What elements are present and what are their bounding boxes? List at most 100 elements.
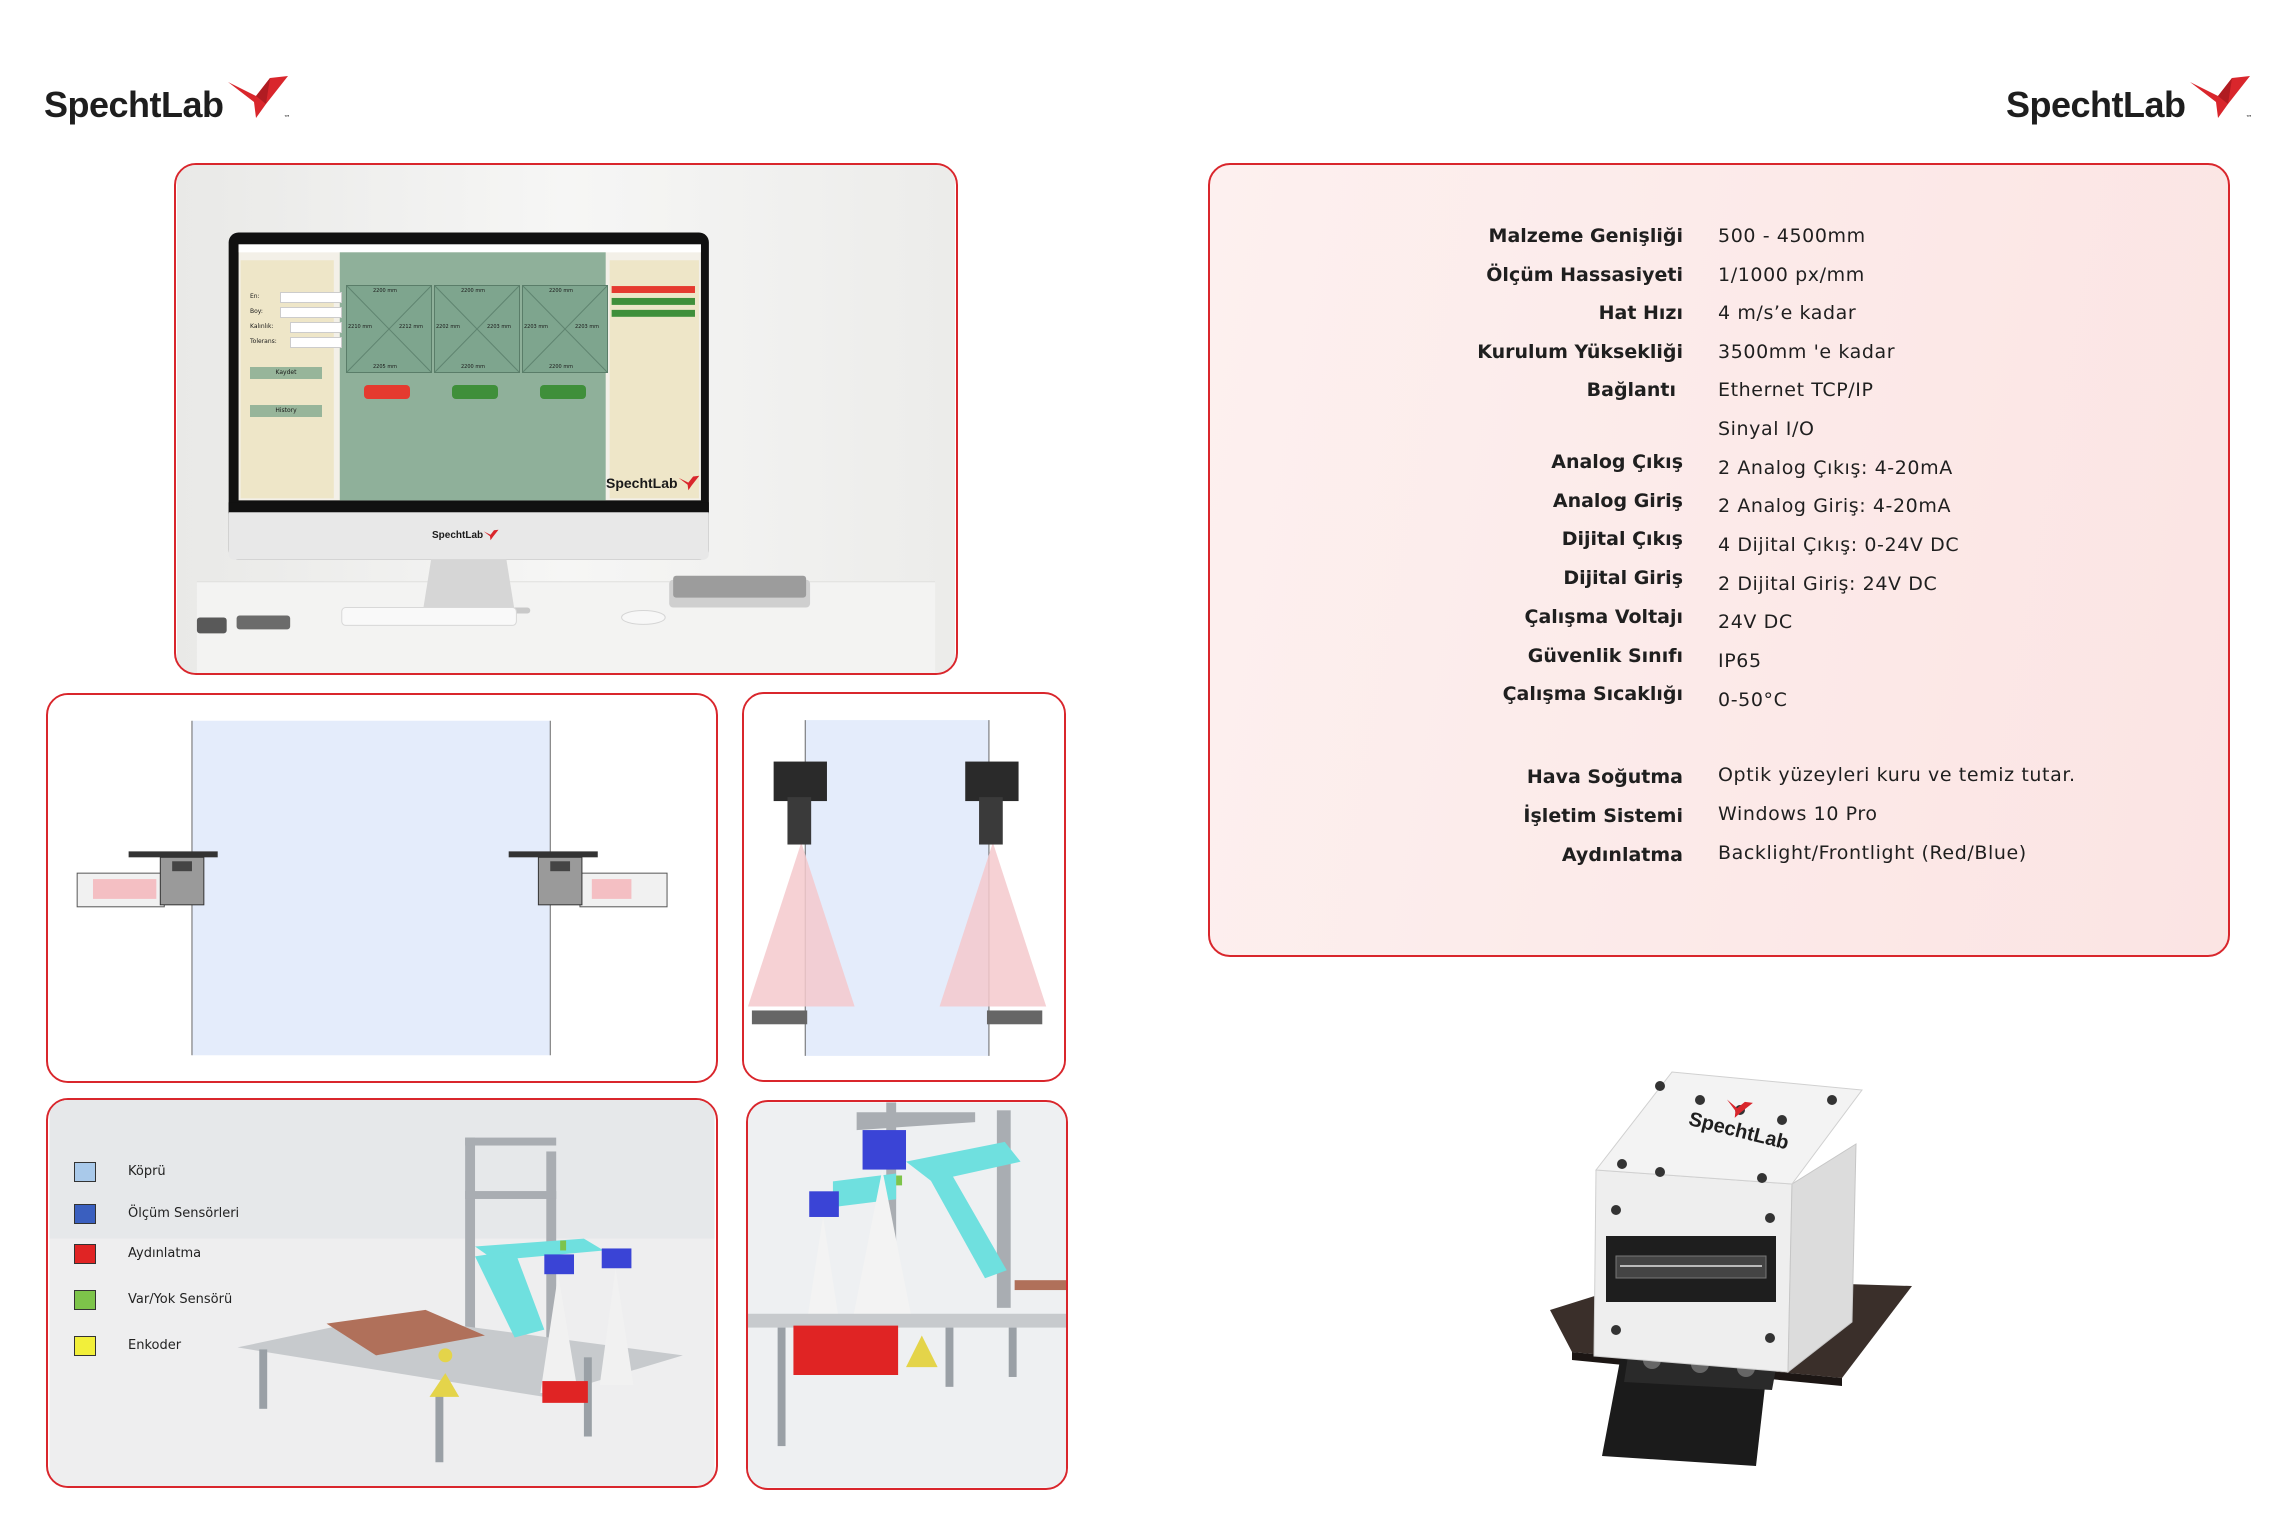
- legend-swatch-sensors: [74, 1204, 96, 1224]
- spec-row: Hava Soğutma Optik yüzeyleri kuru ve tem…: [1210, 764, 2228, 802]
- cell-cross-icon: [435, 286, 519, 372]
- spec-label: Malzeme Genişliği: [1488, 225, 1683, 247]
- spec-row: Kurulum Yüksekliği 3500mm 'e kadar: [1210, 341, 2228, 377]
- 3d-closeup-panel: [746, 1100, 1068, 1490]
- spec-value: 4 m/s’e kadar: [1718, 302, 1857, 324]
- bird-logo-icon: [483, 529, 499, 541]
- top-view-diagram: [49, 695, 715, 1081]
- spec-label: Dijital Çıkış: [1561, 528, 1683, 550]
- spec-row: Dijital Giriş 2 Dijital Giriş: 24V DC: [1210, 567, 2228, 603]
- measurement-cell-1: 2200 mm 2210 mm 2212 mm 2205 mm: [346, 285, 432, 373]
- spec-label: Hat Hızı: [1598, 302, 1683, 324]
- width-input[interactable]: [280, 292, 342, 303]
- cell-left-value: 2202 mm: [436, 324, 461, 330]
- measurement-cell-2: 2200 mm 2202 mm 2203 mm 2200 mm: [434, 285, 520, 373]
- spec-label: Hava Soğutma: [1526, 766, 1683, 788]
- spec-label: Çalışma Sıcaklığı: [1502, 683, 1683, 705]
- legend-swatch-bridge: [74, 1162, 96, 1182]
- history-button[interactable]: History: [250, 405, 322, 417]
- top-view-diagram-panel: [46, 693, 718, 1083]
- spec-label: Çalışma Voltajı: [1524, 606, 1684, 628]
- monitor-chin-logo: SpechtLab: [432, 529, 499, 541]
- spec-value: 1/1000 px/mm: [1718, 264, 1865, 286]
- spec-label: Kurulum Yüksekliği: [1477, 341, 1683, 363]
- spec-row: Hat Hızı 4 m/s’e kadar: [1210, 302, 2228, 338]
- cell-cross-icon: [523, 286, 607, 372]
- brand-wordmark: SpechtLab: [606, 475, 678, 491]
- spec-row: Analog Giriş 2 Analog Giriş: 4-20mA: [1210, 490, 2228, 526]
- form-label-en: En:: [250, 293, 260, 300]
- cell-bottom-value: 2205 mm: [373, 364, 398, 370]
- brand-wordmark: SpechtLab: [2006, 84, 2186, 125]
- legend-swatch-encoder: [74, 1336, 96, 1356]
- brand-logo-left: SpechtLab ™: [44, 74, 291, 126]
- save-button[interactable]: Kaydet: [250, 367, 322, 379]
- 3d-line-scene: [49, 1100, 715, 1486]
- spec-value: 500 - 4500mm: [1718, 225, 1866, 247]
- spec-label: Ölçüm Hassasiyeti: [1486, 264, 1683, 286]
- device-drawing: SpechtLab: [1550, 1071, 1912, 1466]
- spec-label: Güvenlik Sınıfı: [1527, 645, 1683, 667]
- spec-value: 3500mm 'e kadar: [1718, 341, 1896, 363]
- legend-label-sensors: Ölçüm Sensörleri: [128, 1206, 240, 1221]
- spec-label: Analog Giriş: [1552, 490, 1683, 512]
- cell-bottom-value: 2200 mm: [461, 364, 486, 370]
- legend-label-bridge: Köprü: [128, 1164, 166, 1179]
- bird-logo-icon: [227, 76, 288, 118]
- cell-left-value: 2210 mm: [348, 324, 373, 330]
- legend-swatch-presence: [74, 1290, 96, 1310]
- screen-logo: SpechtLab: [606, 475, 700, 491]
- bird-logo-icon: [678, 475, 699, 491]
- side-view-diagram-panel: [742, 692, 1066, 1082]
- cell-top-value: 2200 mm: [373, 288, 398, 294]
- legend-label-encoder: Enkoder: [128, 1338, 182, 1353]
- spec-row: Sinyal I/O: [1210, 418, 2228, 454]
- tolerance-input[interactable]: [290, 337, 342, 348]
- monitor-scene: [177, 165, 955, 673]
- cell-top-value: 2200 mm: [461, 288, 486, 294]
- bird-logo-icon: [2189, 76, 2250, 118]
- spec-value: Optik yüzeyleri kuru ve temiz tutar.: [1718, 764, 2076, 786]
- cell-right-value: 2203 mm: [487, 324, 512, 330]
- form-label-kalinlik: Kalınlık:: [250, 323, 274, 330]
- brand-logo-right: SpechtLab ™: [2006, 74, 2253, 126]
- measurement-cells: 2200 mm 2210 mm 2212 mm 2205 mm 2200 mm …: [346, 285, 610, 399]
- brand-wordmark: SpechtLab: [432, 530, 484, 541]
- specifications-panel: Malzeme Genişliği 500 - 4500mm Ölçüm Has…: [1208, 163, 2230, 957]
- spec-row: Analog Çıkış 2 Analog Çıkış: 4-20mA: [1210, 451, 2228, 487]
- spec-label: İşletim Sistemi: [1523, 805, 1683, 827]
- length-input[interactable]: [280, 307, 342, 318]
- 3d-line-legend-panel: Köprü Ölçüm Sensörleri Aydınlatma Var/Yo…: [46, 1098, 718, 1488]
- legend-label-presence: Var/Yok Sensörü: [128, 1292, 233, 1307]
- spec-value: Sinyal I/O: [1718, 418, 1815, 440]
- cell-bottom-value: 2200 mm: [549, 364, 574, 370]
- spec-value: 2 Analog Giriş: 4-20mA: [1718, 495, 1952, 517]
- spec-row: Güvenlik Sınıfı IP65: [1210, 645, 2228, 681]
- cell-right-value: 2212 mm: [399, 324, 424, 330]
- spec-value: 2 Analog Çıkış: 4-20mA: [1718, 457, 1953, 479]
- side-view-diagram: [744, 694, 1064, 1080]
- spec-label: Bağlantı: [1586, 379, 1676, 401]
- cell-right-value: 2203 mm: [575, 324, 600, 330]
- spec-value: 4 Dijital Çıkış: 0-24V DC: [1718, 534, 1960, 556]
- spec-value: IP65: [1718, 650, 1762, 672]
- thickness-input[interactable]: [290, 322, 342, 333]
- spec-row: Dijital Çıkış 4 Dijital Çıkış: 0-24V DC: [1210, 528, 2228, 564]
- legend-swatch-lighting: [74, 1244, 96, 1264]
- form-label-boy: Boy:: [250, 308, 263, 315]
- product-device-image: SpechtLab: [1532, 1060, 1932, 1490]
- spec-label: Aydınlatma: [1561, 844, 1683, 866]
- brand-wordmark: SpechtLab: [44, 84, 224, 125]
- monitor-photo-panel: En: Boy: Kalınlık: Tolerans: Kaydet Hist…: [174, 163, 958, 675]
- measurement-cell-3: 2200 mm 2203 mm 2203 mm 2200 mm: [522, 285, 608, 373]
- spec-value: Ethernet TCP/IP: [1718, 379, 1874, 401]
- cell-status-3: [540, 385, 586, 399]
- spec-row: İşletim Sistemi Windows 10 Pro: [1210, 803, 2228, 841]
- spec-value: 2 Dijital Giriş: 24V DC: [1718, 573, 1938, 595]
- cell-left-value: 2203 mm: [524, 324, 549, 330]
- spec-label: Analog Çıkış: [1551, 451, 1683, 473]
- spec-value: Backlight/Frontlight (Red/Blue): [1718, 842, 2027, 864]
- spec-row: Bağlantı Ethernet TCP/IP: [1210, 379, 2228, 415]
- cell-status-1: [364, 385, 410, 399]
- spec-row: Malzeme Genişliği 500 - 4500mm: [1210, 225, 2228, 261]
